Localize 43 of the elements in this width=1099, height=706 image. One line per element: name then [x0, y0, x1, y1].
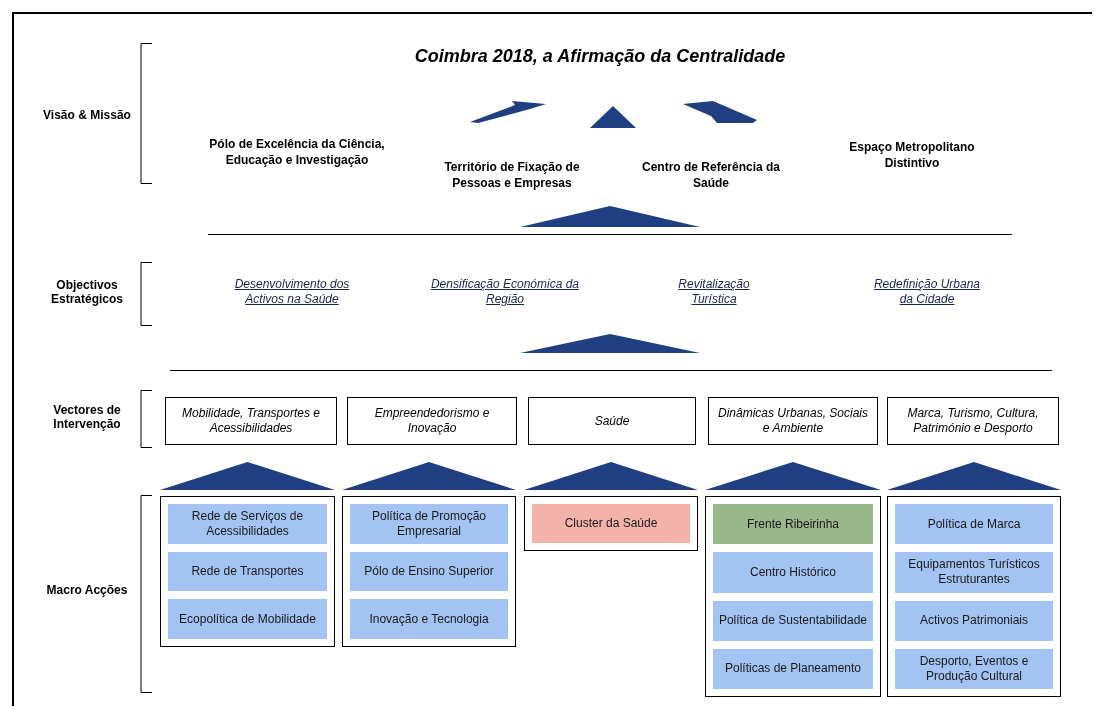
diagram-title: Coimbra 2018, a Afirmação da Centralidade	[413, 45, 787, 67]
action-box: Equipamentos Turísticos Estruturantes	[895, 552, 1053, 593]
action-box: Ecopolítica de Mobilidade	[168, 599, 327, 639]
vector-box: Dinâmicas Urbanas, Sociais e Ambiente	[708, 397, 878, 445]
arrow	[705, 462, 881, 490]
action-box: Política de Promoção Empresarial	[350, 504, 508, 544]
action-box: Cluster da Saúde	[532, 504, 690, 543]
vision-text: Pólo de Excelência da Ciência, Educação e Investigação	[208, 136, 386, 168]
vector-box: Mobilidade, Transportes e Acessibilidades	[165, 397, 337, 445]
group-frame	[705, 496, 881, 697]
action-box: Pólo de Ensino Superior	[350, 551, 508, 592]
action-box: Centro Histórico	[713, 552, 873, 593]
vision-text: Território de Fixação de Pessoas e Empresas	[443, 159, 581, 191]
action-box: Política de Sustentabilidade	[713, 600, 873, 641]
action-box: Políticas de Planeamento	[713, 648, 873, 689]
objective-link-text: Redefinição Urbana da Cidade	[872, 277, 982, 307]
arrow	[342, 462, 516, 490]
group-frame	[887, 496, 1061, 697]
section-label: Vectores de Intervenção	[52, 403, 122, 431]
group-frame	[524, 496, 698, 551]
action-box: Rede de Transportes	[168, 551, 327, 592]
group-frame	[342, 496, 516, 647]
objective-link-text: Revitalização Turística	[677, 277, 751, 307]
vector-box: Marca, Turismo, Cultura, Património e Desporto	[887, 397, 1059, 445]
arrow	[524, 462, 698, 490]
group-frame	[160, 496, 335, 647]
action-box: Desporto, Eventos e Produção Cultural	[895, 648, 1053, 689]
objective-link-text: Densificação Económica da Região	[430, 277, 580, 307]
action-box: Frente Ribeirinha	[713, 504, 873, 545]
action-box: Activos Patrimoniais	[895, 600, 1053, 641]
section-label: Visão & Missão	[43, 108, 131, 122]
arrow	[160, 462, 335, 490]
section-label: Objectivos Estratégicos	[50, 278, 124, 306]
vision-text: Centro de Referência da Saúde	[640, 159, 781, 191]
vector-box: Saúde	[528, 397, 696, 445]
arrow	[887, 462, 1061, 490]
section-label: Macro Acções	[46, 583, 128, 597]
action-box: Inovação e Tecnologia	[350, 599, 508, 639]
objective-link-text: Desenvolvimento dos Activos na Saúde	[233, 277, 351, 307]
action-box: Rede de Serviços de Acessibilidades	[168, 504, 327, 544]
vision-text: Espaço Metropolitano Distintivo	[848, 139, 976, 171]
action-box: Política de Marca	[895, 504, 1053, 545]
vector-box: Empreendedorismo e Inovação	[347, 397, 517, 445]
